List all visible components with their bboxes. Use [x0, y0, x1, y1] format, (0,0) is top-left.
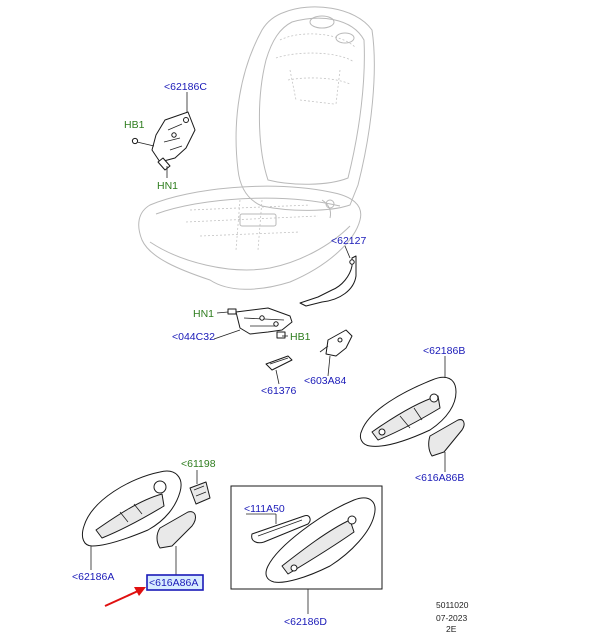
part-62186C-bracket[interactable] — [151, 111, 196, 171]
part-61198-switch[interactable] — [189, 481, 211, 505]
callout-61376[interactable]: <61376 — [261, 385, 296, 397]
callout-hb1-top[interactable]: HB1 — [124, 119, 145, 131]
callout-111A50[interactable]: <111A50 — [244, 503, 285, 515]
callout-616A86A[interactable]: <616A86A — [149, 577, 198, 589]
seat-cushion-outline — [138, 185, 362, 290]
callout-62186C[interactable]: <62186C — [164, 81, 207, 93]
part-61376-clip[interactable] — [265, 355, 293, 371]
callout-62186D[interactable]: <62186D — [284, 616, 327, 628]
footer-page: 2E — [446, 624, 457, 633]
leader-lines — [90, 92, 446, 614]
part-111A50-handle[interactable] — [251, 515, 311, 544]
callout-hn1-mid[interactable]: HN1 — [193, 308, 214, 320]
hb1-top-screw[interactable] — [131, 137, 155, 147]
callout-hb1-mid[interactable]: HB1 — [290, 331, 311, 343]
part-62186A-side-shield[interactable] — [81, 470, 182, 547]
callout-61198[interactable]: <61198 — [181, 458, 216, 470]
seat-back-outline — [235, 6, 375, 211]
callout-62186B[interactable]: <62186B — [423, 345, 465, 357]
callout-603A84[interactable]: <603A84 — [304, 375, 346, 387]
footer-date: 07-2023 — [436, 613, 467, 623]
part-616A86A-cover[interactable] — [156, 511, 196, 549]
callout-62127[interactable]: <62127 — [331, 235, 366, 247]
inset-detail-box — [230, 485, 383, 590]
highlight-box — [146, 574, 204, 591]
part-62186B-side-shield[interactable] — [359, 376, 457, 447]
red-pointer-arrow — [104, 587, 146, 607]
part-044C32-bracket[interactable] — [227, 307, 293, 339]
part-603A84-bracket[interactable] — [319, 329, 353, 357]
footer-code: 5011020 — [436, 600, 469, 610]
callout-616A86B[interactable]: <616A86B — [415, 472, 464, 484]
callout-044C32[interactable]: <044C32 — [172, 331, 215, 343]
callout-62186A[interactable]: <62186A — [72, 571, 114, 583]
part-62186D-side-shield[interactable] — [265, 497, 376, 583]
callout-hn1-top[interactable]: HN1 — [157, 180, 178, 192]
part-62127-cable[interactable] — [299, 255, 357, 307]
part-616A86B-cover[interactable] — [428, 419, 465, 457]
